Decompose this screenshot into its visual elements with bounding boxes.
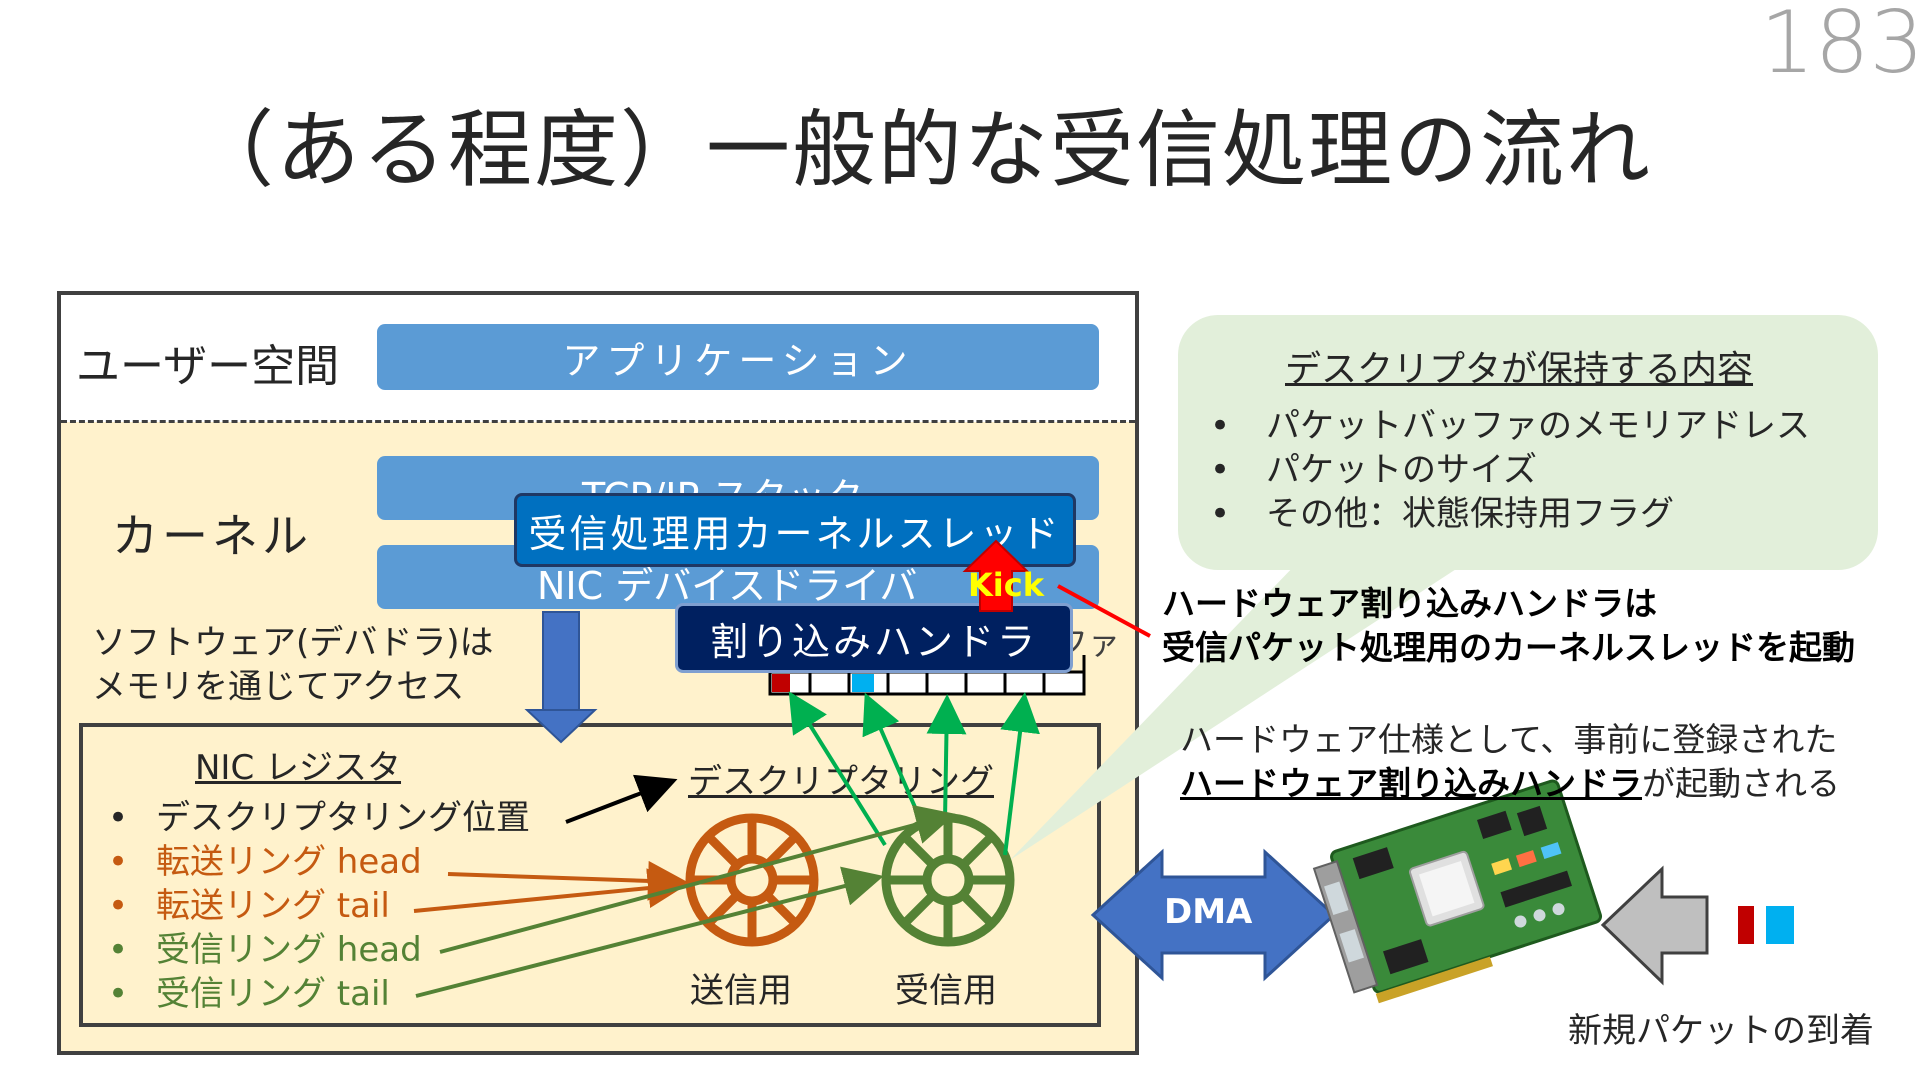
descriptor-ring-buffer: [768, 655, 1086, 696]
nic-register-item: • 受信リング head: [108, 928, 530, 972]
nic-register-item-label: 受信リング head: [156, 930, 422, 970]
callout-list: • パケットバッファのメモリアドレス • パケットのサイズ • その他：状態保持用フラグ: [1210, 404, 1810, 536]
software-access-note: ソフトウェア(デバドラ)は メモリを通じてアクセス: [92, 622, 494, 709]
user-space-label: ユーザー空間: [76, 341, 340, 392]
callout-item: • その他：状態保持用フラグ: [1210, 492, 1810, 536]
packet-arrival-label: 新規パケットの到着: [1568, 1011, 1874, 1051]
callout-item-label: パケットバッファのメモリアドレス: [1266, 406, 1810, 446]
nic-register-item: • デスクリプタリング位置: [108, 796, 530, 840]
hw-spec-note-line2: ハードウェア割り込みハンドラが起動される: [1180, 762, 1840, 806]
nic-register-item-label: 転送リング tail: [156, 886, 390, 926]
slide-number: 183: [1760, 0, 1920, 93]
bullet: •: [1210, 406, 1231, 446]
ring-wheel-icon: [881, 813, 1015, 947]
nic-register-box: [79, 723, 1101, 1027]
send-ring-label: 送信用: [690, 971, 792, 1011]
nic-register-item-label: 転送リング head: [156, 842, 422, 882]
hw-irq-handler-emphasis: ハードウェア割り込みハンドラ: [1180, 764, 1642, 803]
hw-spec-note: ハードウェア仕様として、事前に登録された ハードウェア割り込みハンドラが起動され…: [1180, 718, 1840, 806]
rx-thread-label: 受信処理用カーネルスレッド: [528, 511, 1062, 556]
slide-title: （ある程度）一般的な受信処理の流れ: [190, 101, 1653, 199]
hw-irq-note: ハードウェア割り込みハンドラは 受信パケット処理用のカーネルスレッドを起動: [1162, 582, 1855, 670]
callout-tail: [1010, 560, 1470, 860]
hw-spec-note-rest: が起動される: [1642, 764, 1840, 803]
register-pointer-arrows: [413, 774, 956, 998]
bullet: •: [1210, 450, 1231, 490]
nic-driver-label: NIC デバイスドライバ: [537, 564, 918, 608]
nic-register-item: • 転送リング tail: [108, 884, 530, 928]
bullet: •: [108, 798, 129, 838]
user-kernel-boundary: [61, 420, 1135, 423]
nic-register-list: • デスクリプタリング位置 • 転送リング head • 転送リング tail • 受信リング…: [108, 796, 530, 1016]
descriptor-contents-callout: [1178, 315, 1878, 570]
recv-ring-pointer-arrows: [788, 691, 1040, 856]
kick-label: Kick: [968, 566, 1045, 604]
callout-item-label: パケットのサイズ: [1266, 450, 1537, 490]
nic-register-item-label: 受信リング tail: [156, 974, 390, 1014]
bullet: •: [108, 974, 129, 1014]
bullet: •: [1210, 494, 1231, 534]
gray-left-arrow-icon: [1600, 865, 1709, 986]
callout-title: デスクリプタが保持する内容: [1285, 349, 1754, 390]
hw-irq-note-line: ハードウェア割り込みハンドラは: [1162, 584, 1657, 623]
bullet: •: [108, 886, 129, 926]
kick-up-arrow: [962, 539, 1030, 612]
software-note-line: メモリを通じてアクセス: [92, 666, 465, 707]
nic-register-item: • 受信リング tail: [108, 972, 530, 1016]
callout-item-label: その他：状態保持用フラグ: [1266, 494, 1674, 534]
bullet: •: [108, 930, 129, 970]
software-note-line: ソフトウェア(デバドラ)は: [92, 623, 494, 663]
driver-to-nic-arrow: [524, 611, 598, 744]
hw-spec-note-line1: ハードウェア仕様として、事前に登録された: [1180, 720, 1838, 759]
packet-pair-icon: [1738, 906, 1794, 944]
dma-label: DMA: [1164, 892, 1253, 932]
nic-card-icon: [1312, 779, 1603, 1004]
nic-register-item: • 転送リング head: [108, 840, 530, 884]
kick-leader-line: [1057, 584, 1151, 638]
kernel-label: カーネル: [112, 509, 312, 563]
recv-ring-label: 受信用: [895, 971, 997, 1011]
bullet: •: [108, 842, 129, 882]
descriptor-ring-label: デスクリプタリング: [688, 762, 994, 802]
hw-irq-note-line: 受信パケット処理用のカーネルスレッドを起動: [1162, 628, 1855, 667]
application-box: アプリケーション: [377, 324, 1099, 390]
callout-item: • パケットバッファのメモリアドレス: [1210, 404, 1810, 448]
nic-register-title: NIC レジスタ: [195, 748, 402, 788]
irq-handler-label: 割り込みハンドラ: [709, 619, 1038, 664]
irq-handler-box: 割り込みハンドラ: [675, 603, 1073, 673]
application-label: アプリケーション: [562, 338, 914, 383]
callout-item: • パケットのサイズ: [1210, 448, 1810, 492]
nic-register-item-label: デスクリプタリング位置: [156, 798, 530, 838]
